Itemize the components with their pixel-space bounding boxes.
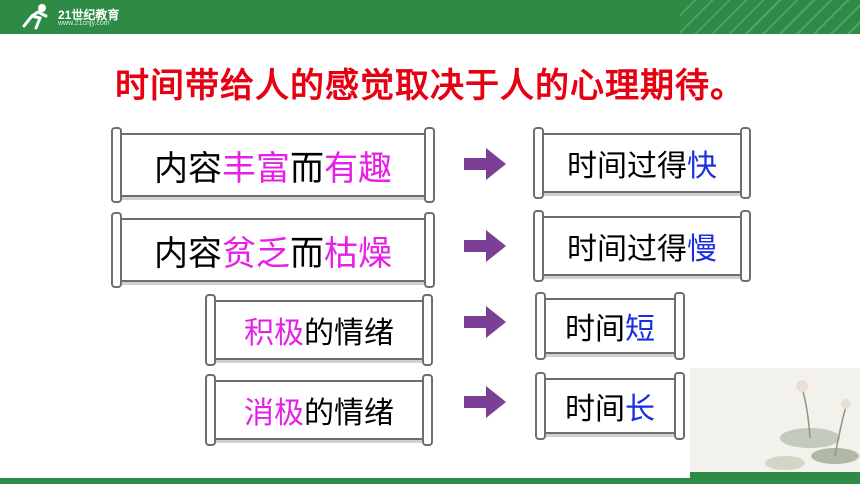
scroll-right-1: 时间过得快: [533, 127, 751, 199]
scroll-text: 内容贫乏而枯燥: [120, 220, 426, 280]
text-plain: 的情绪: [304, 396, 394, 431]
text-plain: 时间: [565, 392, 625, 427]
lotus-painting: [690, 368, 860, 478]
right-arrow-icon: [464, 386, 506, 418]
text-plain: 时间过得: [567, 232, 687, 267]
scroll-left-2: 内容贫乏而枯燥: [111, 212, 435, 288]
text-highlight: 枯燥: [324, 233, 392, 274]
scroll-text: 时间短: [544, 300, 676, 352]
text-plain: 内容: [154, 233, 222, 274]
text-highlight: 短: [625, 312, 655, 347]
right-arrow-icon: [464, 306, 506, 338]
runner-logo-icon: [16, 2, 56, 32]
text-highlight: 积极: [244, 316, 304, 351]
scroll-right-4: 时间长: [535, 372, 685, 440]
text-highlight: 长: [625, 392, 655, 427]
right-arrow-icon: [464, 148, 506, 180]
scroll-text: 内容丰富而有趣: [120, 135, 426, 195]
scroll-text: 消极的情绪: [214, 382, 424, 438]
text-plain: 而: [290, 233, 324, 274]
text-highlight: 丰富: [222, 148, 290, 189]
text-highlight: 慢: [687, 232, 717, 267]
text-highlight: 有趣: [324, 148, 392, 189]
logo-subtext: www.21cnjy.com: [58, 20, 110, 27]
scroll-right-3: 时间短: [535, 292, 685, 360]
header-stripes: [680, 0, 860, 34]
scroll-text: 积极的情绪: [214, 302, 424, 358]
right-arrow-icon: [464, 230, 506, 262]
scroll-right-2: 时间过得慢: [533, 210, 751, 282]
scroll-text: 时间长: [544, 380, 676, 432]
text-highlight: 贫乏: [222, 233, 290, 274]
text-highlight: 快: [687, 149, 717, 184]
bottom-bar: [0, 478, 860, 484]
logo-text: 21世纪教育: [58, 8, 120, 22]
text-plain: 的情绪: [304, 316, 394, 351]
text-plain: 内容: [154, 148, 222, 189]
page-title: 时间带给人的感觉取决于人的心理期待。: [115, 66, 745, 106]
text-plain: 而: [290, 148, 324, 189]
scroll-left-1: 内容丰富而有趣: [111, 127, 435, 203]
text-plain: 时间过得: [567, 149, 687, 184]
text-plain: 时间: [565, 312, 625, 347]
scroll-text: 时间过得慢: [542, 218, 742, 274]
scroll-text: 时间过得快: [542, 135, 742, 191]
scroll-left-4: 消极的情绪: [205, 374, 433, 446]
top-bar: 21世纪教育 www.21cnjy.com: [0, 0, 860, 34]
text-highlight: 消极: [244, 396, 304, 431]
scroll-left-3: 积极的情绪: [205, 294, 433, 366]
